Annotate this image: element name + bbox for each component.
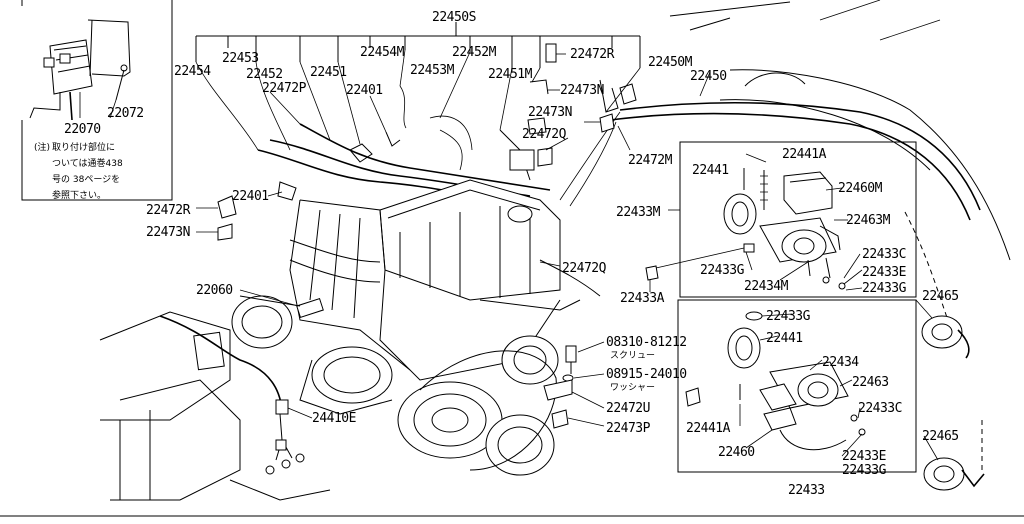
callout-22451M: 22451M (488, 67, 533, 82)
callout-22473N-left: 22473N (146, 225, 190, 240)
clamp-bracket-icon (543, 379, 573, 401)
callout-22465-bot: 22465 (922, 429, 959, 444)
left-small-parts (217, 181, 324, 319)
callout-screw-label: スクリュー (610, 350, 655, 361)
coil-box-lower (677, 299, 917, 473)
harness-bracket (195, 22, 641, 68)
callout-22434M: 22434M (744, 279, 789, 294)
callout-22433G-box2: 22433G (766, 309, 811, 324)
callout-22460M: 22460M (838, 181, 883, 196)
callout-22460: 22460 (718, 445, 755, 460)
callout-22433G-top2: 22433G (862, 281, 907, 296)
relay-bracket-icon (29, 19, 131, 121)
callout-22473N-mid: 22473N (528, 105, 572, 120)
callout-22450: 22450 (690, 69, 727, 84)
callout-22465-top: 22465 (922, 289, 959, 304)
clamp-icon (217, 223, 233, 241)
clamp-ring-icon (723, 193, 757, 235)
callout-22450S: 22450S (432, 10, 476, 25)
callout-22454M: 22454M (360, 45, 405, 60)
callout-08310-81212: 08310-81212 (606, 335, 687, 350)
callout-22433C-bot: 22433C (858, 401, 902, 416)
callout-22433G-bot: 22433G (842, 463, 887, 478)
relay-inset: 22072 22070 (注)取り付け部位に ついては通巻438 号の 38ペー… (21, 0, 173, 201)
callout-22472Q-b: 22472Q (562, 261, 607, 276)
callout-22472R-left: 22472R (146, 203, 191, 218)
callout-22070: 22070 (64, 122, 101, 137)
callout-24410E: 24410E (312, 411, 356, 426)
callout-22433E-bot: 22433E (842, 449, 886, 464)
callout-22453: 22453 (222, 51, 259, 66)
callout-22463: 22463 (852, 375, 889, 390)
callout-washer-label: ワッシャー (610, 383, 655, 393)
module-icon (783, 171, 833, 215)
top-wires (349, 43, 637, 171)
callout-22060: 22060 (196, 283, 233, 298)
note-line-1: (注)取り付け部位に (34, 141, 115, 153)
callout-22453M: 22453M (410, 63, 455, 78)
battery-area (99, 311, 331, 501)
callout-labels: 22450S 22454 22453 22452 22451 22472P 22… (146, 10, 959, 498)
callout-22433G-top: 22433G (700, 263, 745, 278)
callout-22441A-bot: 22441A (686, 421, 731, 436)
callout-08915-24010: 08915-24010 (606, 367, 687, 382)
callout-22473P: 22473P (606, 421, 651, 436)
sensor-icon (296, 297, 324, 319)
callout-22401-left: 22401 (232, 189, 269, 204)
callout-22401-top: 22401 (346, 83, 383, 98)
note-line-2: ついては通巻438 (52, 157, 123, 169)
plug-wires (257, 101, 981, 221)
body-panel (669, 0, 1011, 341)
callout-22472U: 22472U (606, 401, 650, 416)
callout-22433M: 22433M (616, 205, 661, 220)
engine-block (231, 129, 601, 476)
callout-22473N-top: 22473N (560, 83, 604, 98)
callout-22072: 22072 (107, 106, 144, 121)
callout-22450M: 22450M (648, 55, 693, 70)
callout-22433: 22433 (788, 483, 825, 498)
connector-icon (685, 387, 701, 407)
middle-hardware (543, 265, 701, 429)
callout-22452M: 22452M (452, 45, 497, 60)
callout-22434: 22434 (822, 355, 859, 370)
callout-22452: 22452 (246, 67, 283, 82)
clip-icon-2 (551, 409, 569, 429)
leader-lines (195, 49, 939, 461)
callout-22454: 22454 (174, 64, 211, 79)
callout-22433C-top: 22433C (862, 247, 906, 262)
clamp-ring-icon-2 (727, 327, 761, 369)
callout-22433A: 22433A (620, 291, 665, 306)
callout-22433E-top: 22433E (862, 265, 906, 280)
callout-22441A-top: 22441A (782, 147, 827, 162)
screw-icon-2 (565, 345, 577, 363)
clip-icon (277, 181, 297, 201)
module-icon-2 (763, 407, 797, 431)
pulley-icon (921, 315, 963, 349)
callout-22441-box2: 22441 (766, 331, 803, 346)
note-line-3: 号の 38ページを (52, 174, 120, 185)
callout-22451: 22451 (310, 65, 347, 80)
callout-22472Q: 22472Q (522, 127, 567, 142)
callout-22463M: 22463M (846, 213, 891, 228)
callout-22472P: 22472P (262, 81, 307, 96)
callout-22441-top: 22441 (692, 163, 729, 178)
callout-22472R-top: 22472R (570, 47, 615, 62)
note-line-4: 参照下さい。 (52, 189, 106, 201)
pulley-icon-2 (923, 457, 965, 491)
bracket-icon (217, 195, 237, 219)
right-pulleys (921, 315, 985, 491)
coil-box-upper (679, 141, 917, 298)
callout-22472M: 22472M (628, 153, 673, 168)
